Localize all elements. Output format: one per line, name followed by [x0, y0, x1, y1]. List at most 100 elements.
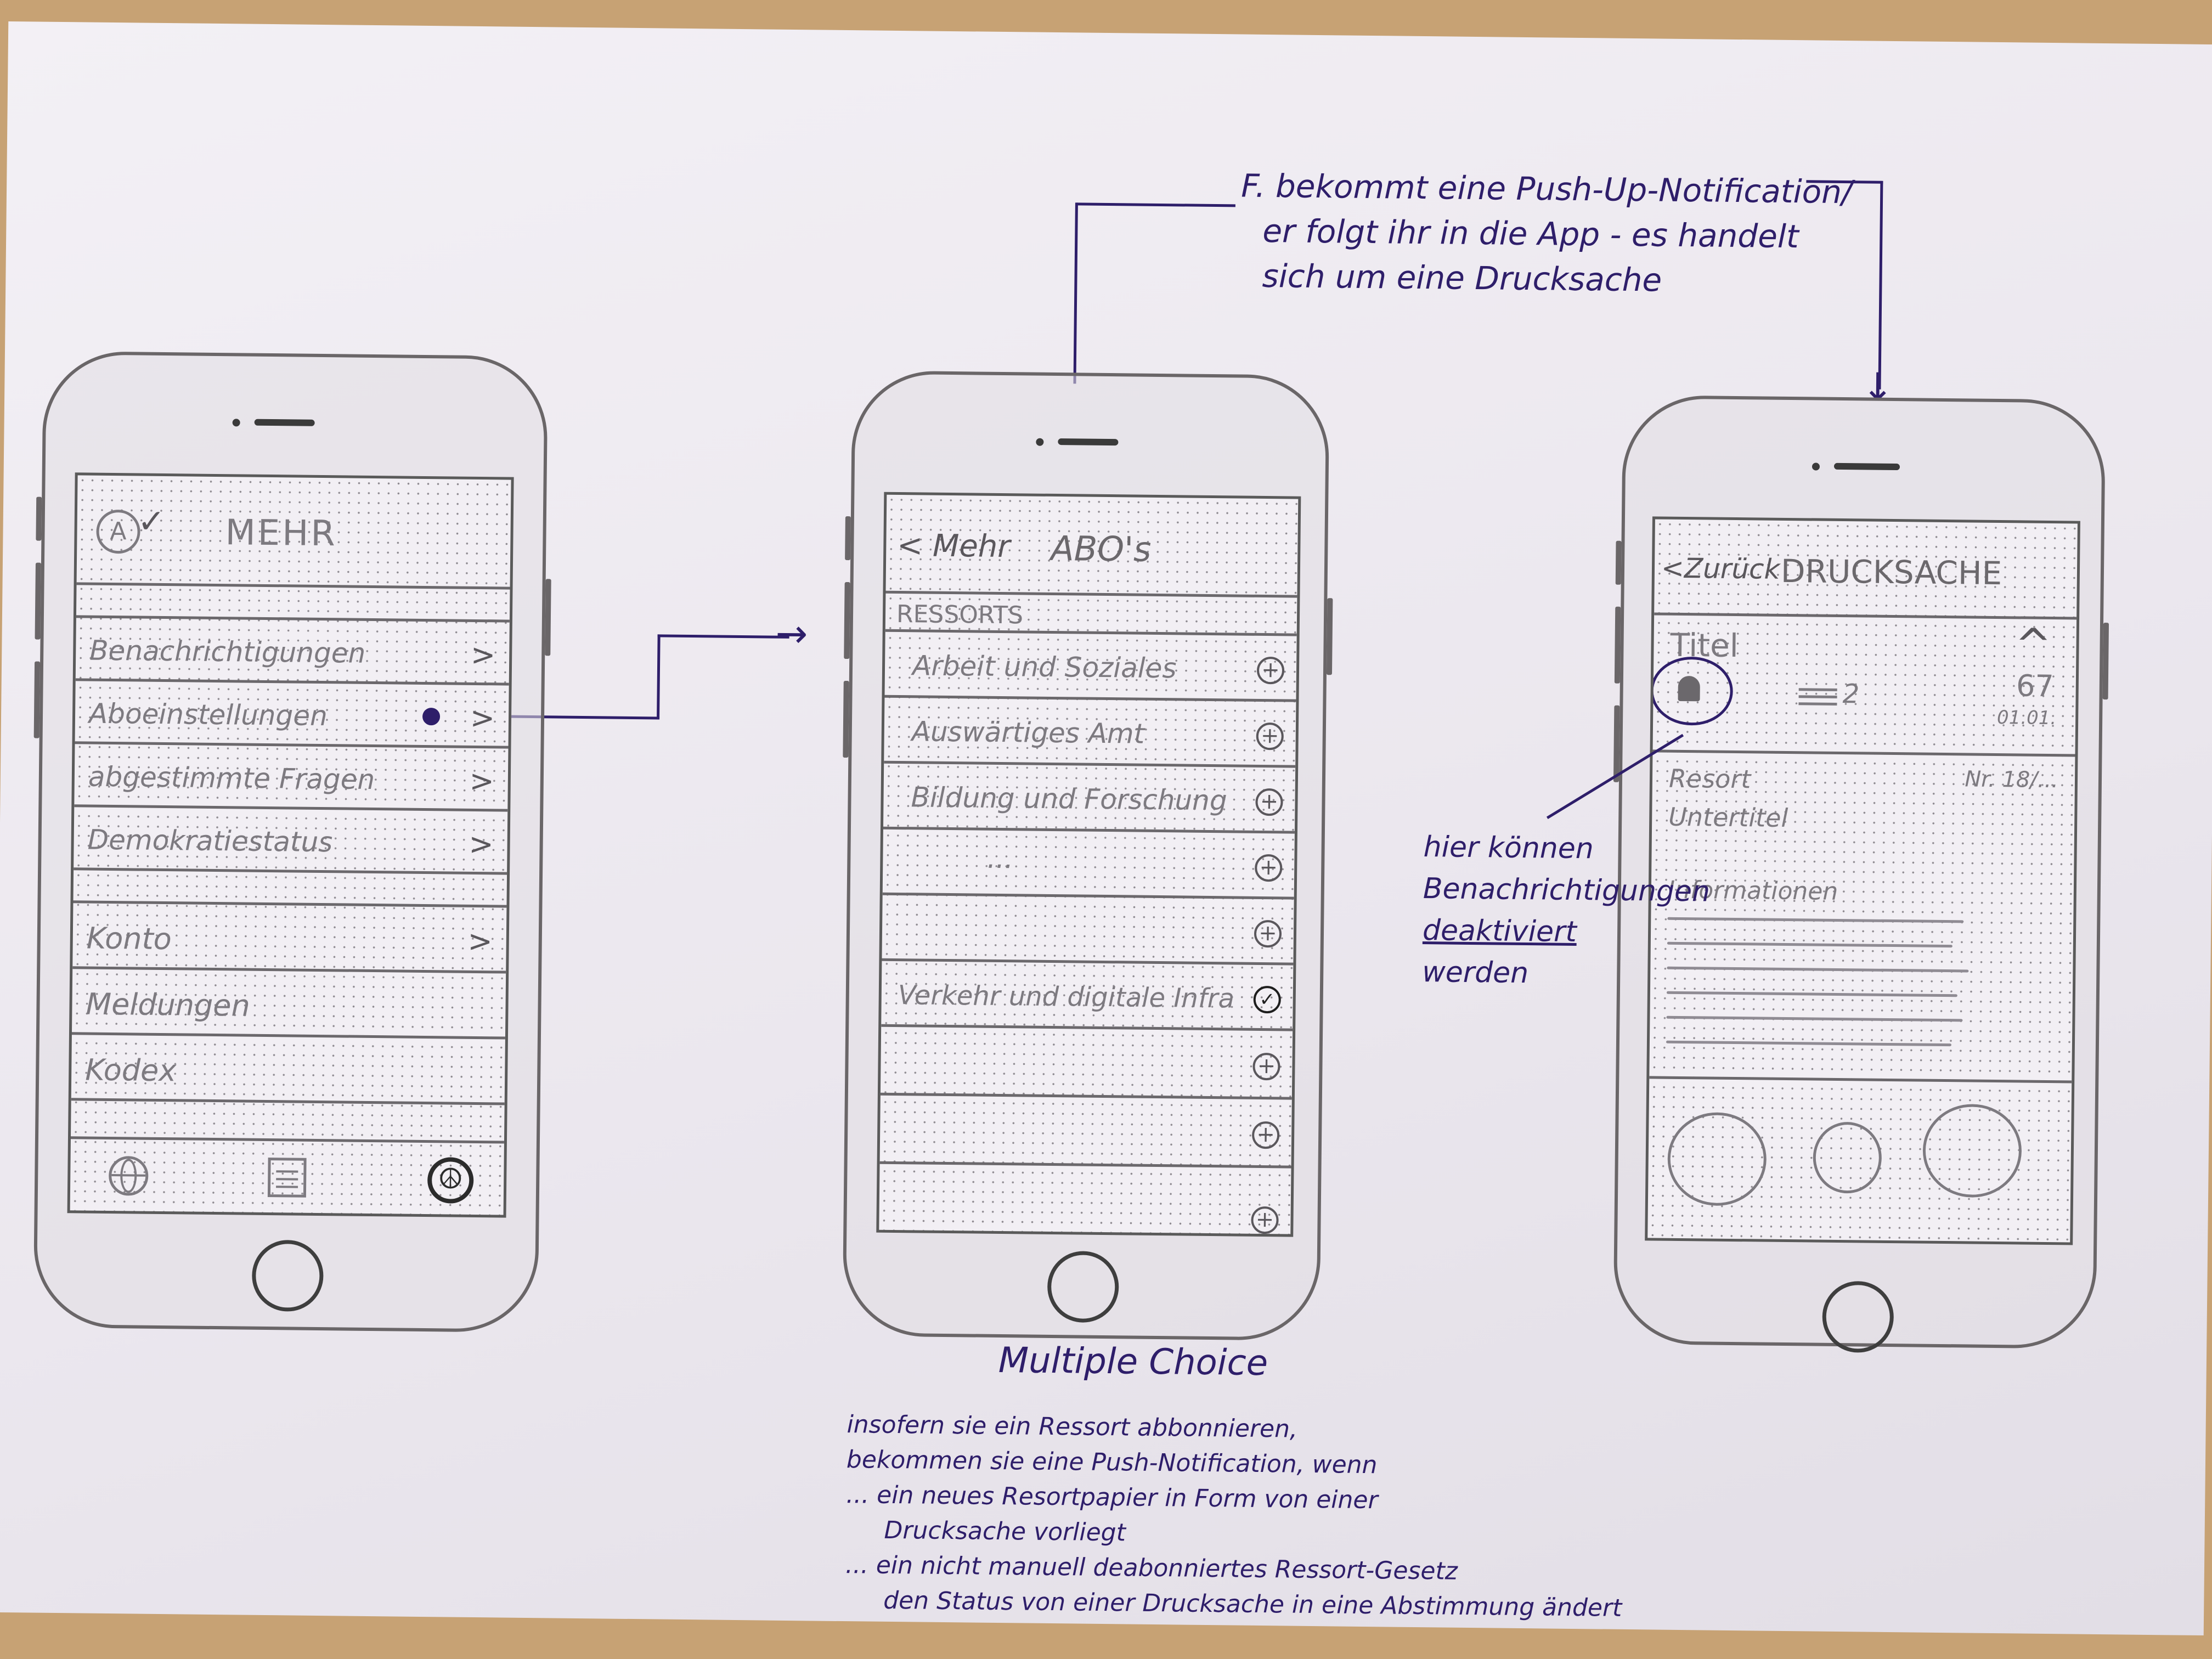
speaker — [1058, 438, 1119, 446]
camera — [232, 419, 240, 427]
ressort-item-partial: + — [879, 1164, 1291, 1237]
text-line — [1666, 991, 1957, 997]
ressort-label: ... — [987, 842, 1014, 875]
menu-item-label: Demokratiestatus — [87, 823, 333, 859]
check-icon: ✓ — [137, 502, 166, 541]
power-button — [1326, 598, 1333, 675]
ressort-item[interactable]: Arbeit und Soziales + — [884, 631, 1297, 702]
menu-item-benachrichtigungen[interactable]: Benachrichtigungen > — [75, 618, 510, 686]
peace-icon[interactable]: ☮ — [427, 1157, 474, 1204]
text-line — [1666, 1040, 1951, 1047]
camera — [1812, 462, 1820, 471]
home-button[interactable] — [251, 1239, 324, 1312]
ressort-item[interactable]: Auswärtiges Amt + — [884, 697, 1296, 768]
ressort-item-selected[interactable]: Verkehr und digitale Infra ✓ — [881, 961, 1294, 1031]
ressort-item[interactable]: Bildung und Forschung + — [883, 763, 1296, 834]
check-circle-icon[interactable]: ✓ — [1253, 985, 1282, 1014]
chevron-right-icon: > — [470, 700, 495, 736]
menu-item-meldungen[interactable]: Meldungen — [71, 969, 506, 1040]
ressort-label: Verkehr und digitale Infra — [898, 980, 1235, 1014]
page-title: ABO's — [1050, 528, 1152, 569]
globe-icon[interactable] — [108, 1156, 149, 1196]
speaker — [254, 419, 315, 426]
plus-circle-icon[interactable]: + — [1254, 919, 1282, 948]
menu-item-konto[interactable]: Konto > — [72, 903, 507, 974]
volume-up-button — [844, 582, 850, 659]
plus-circle-icon[interactable]: + — [1255, 788, 1283, 816]
ressort-item[interactable]: ... + — [882, 829, 1295, 900]
back-button[interactable]: <Zurück — [1661, 552, 1780, 585]
plus-circle-icon[interactable]: + — [1255, 854, 1283, 882]
plus-circle-icon[interactable]: + — [1256, 656, 1285, 685]
camera — [1036, 438, 1044, 446]
header-bar: < Mehr ABO's — [885, 494, 1299, 598]
text-line — [1667, 966, 1969, 973]
ressort-item[interactable]: + — [879, 1095, 1292, 1169]
mute-switch — [845, 516, 851, 561]
profile-icon[interactable]: A — [96, 509, 140, 554]
plus-circle-icon[interactable]: + — [1251, 1206, 1279, 1234]
volume-down-button — [33, 661, 41, 738]
top-note: F. bekommt eine Push-Up-Notification/ er… — [1240, 163, 1853, 305]
action-button-right[interactable] — [1922, 1103, 2022, 1198]
chevron-right-icon: > — [469, 826, 494, 862]
side-note-line: hier können — [1423, 831, 1594, 866]
ressort-item[interactable]: + — [882, 895, 1294, 966]
volume-up-button — [35, 562, 41, 640]
chevron-up-icon[interactable]: ^ — [2015, 619, 2052, 671]
section-header-ressorts: RESSORTS — [885, 593, 1297, 636]
connector-top-left-h — [1076, 202, 1235, 207]
comments-icon[interactable] — [1798, 688, 1837, 706]
document-body: Resort Nr. 18/... Untertitel Information… — [1650, 752, 2075, 1014]
mute-switch — [1615, 540, 1622, 585]
chevron-right-icon: > — [469, 763, 495, 799]
top-note-line-1: F. bekommt eine Push-Up-Notification/ — [1240, 167, 1853, 211]
selection-dot — [422, 707, 441, 726]
menu-item-label: Kodex — [84, 1052, 177, 1088]
ressort-label: Arbeit und Soziales — [912, 650, 1177, 685]
menu-item-demokratiestatus[interactable]: Demokratiestatus > — [74, 807, 508, 875]
mute-switch — [36, 496, 42, 541]
header-bar: A ✓ MEHR — [76, 475, 511, 590]
back-button[interactable]: < Mehr — [897, 527, 1011, 565]
phone-mehr: A ✓ MEHR Benachrichtigungen > Aboeinstel… — [33, 351, 551, 1333]
volume-up-button — [1614, 606, 1621, 684]
document-icon[interactable] — [267, 1158, 307, 1198]
header-bar: <Zurück DRUCKSACHE — [1654, 519, 2078, 620]
phone-abos: < Mehr ABO's RESSORTS Arbeit und Soziale… — [842, 370, 1333, 1341]
menu-item-label: Meldungen — [86, 986, 251, 1023]
connector-mid-h2 — [657, 634, 789, 639]
plus-circle-icon[interactable]: + — [1256, 722, 1284, 751]
document-date: 01.01. — [1996, 706, 2057, 730]
side-note: hier können Benachrichtigungen deaktivie… — [1422, 826, 1711, 996]
tab-bar: ☮ — [70, 1136, 504, 1215]
side-note-line: deaktiviert — [1422, 914, 1577, 949]
menu-item-label: Konto — [86, 921, 172, 957]
menu-item-label: Benachrichtigungen — [89, 634, 366, 669]
menu-item-aboeinstellungen[interactable]: Aboeinstellungen > — [75, 681, 509, 749]
menu-item-kodex[interactable]: Kodex — [71, 1035, 505, 1105]
speaker — [1833, 462, 1900, 471]
action-button-middle[interactable] — [1813, 1121, 1882, 1194]
screen-drucksache: <Zurück DRUCKSACHE Titel ^ 67 01.01. 2 R… — [1645, 516, 2080, 1245]
menu-item-abgestimmte-fragen[interactable]: abgestimmte Fragen > — [74, 744, 509, 812]
side-note-line: Benachrichtigungen — [1423, 872, 1711, 909]
volume-down-button — [843, 680, 849, 758]
ressort-item[interactable]: + — [880, 1026, 1293, 1100]
home-button[interactable] — [1047, 1250, 1119, 1323]
page-title: DRUCKSACHE — [1780, 552, 2002, 592]
bottom-note: insofern sie ein Ressort abbonnieren, be… — [845, 1407, 1624, 1626]
action-bar — [1647, 1076, 2072, 1243]
home-button[interactable] — [1822, 1280, 1894, 1353]
screen-mehr: A ✓ MEHR Benachrichtigungen > Aboeinstel… — [67, 472, 514, 1218]
action-button-left[interactable] — [1667, 1111, 1767, 1206]
plus-circle-icon[interactable]: + — [1251, 1121, 1280, 1149]
multiple-choice-label: Multiple Choice — [998, 1340, 1268, 1384]
arrow-right-icon: → — [775, 611, 808, 657]
menu-item-label: Aboeinstellungen — [88, 697, 328, 732]
text-line — [1667, 917, 1964, 923]
vote-count: 67 — [2016, 668, 2055, 704]
comment-count: 2 — [1842, 679, 1860, 710]
plus-circle-icon[interactable]: + — [1252, 1052, 1280, 1081]
chevron-right-icon: > — [467, 923, 493, 959]
